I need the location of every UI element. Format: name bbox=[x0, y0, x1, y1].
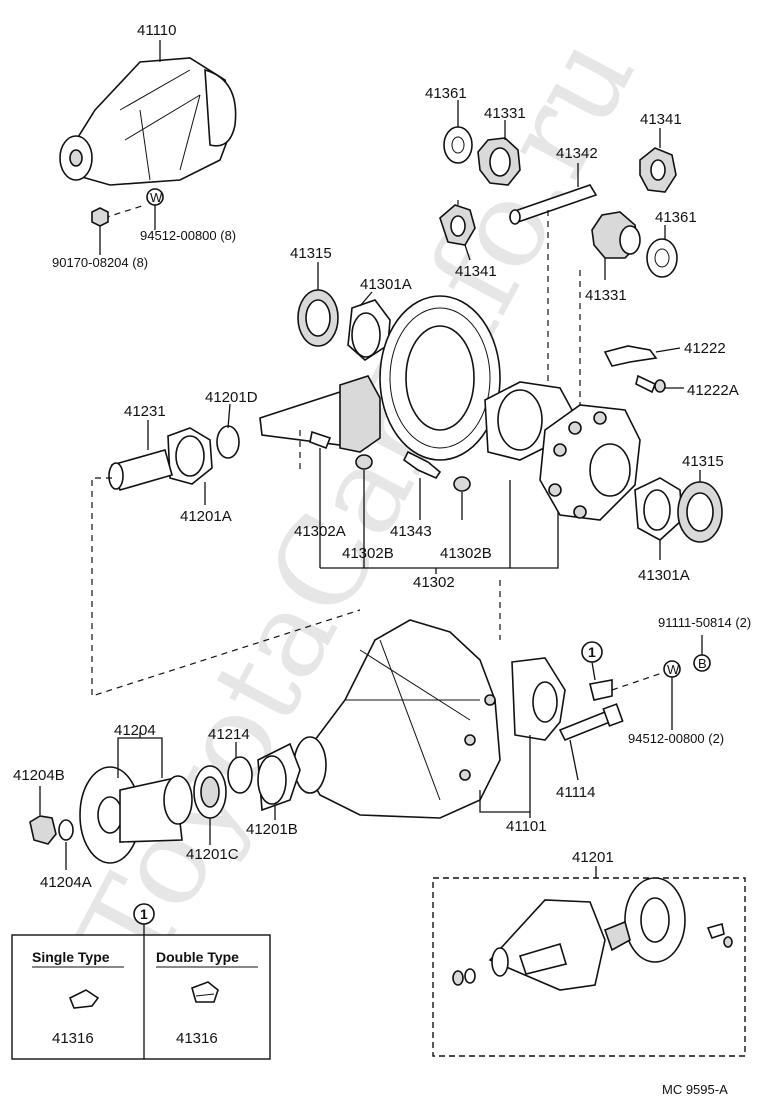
label-41341: 41341 bbox=[640, 111, 682, 128]
lock-plate-41222[interactable] bbox=[603, 345, 658, 367]
label-41204B: 41204B bbox=[13, 767, 65, 784]
nut-41302Bb[interactable] bbox=[453, 476, 471, 492]
nut-41204B[interactable] bbox=[29, 815, 57, 845]
label-41343: 41343 bbox=[390, 523, 432, 540]
nut-41302Ba[interactable] bbox=[355, 454, 373, 470]
label-41214: 41214 bbox=[208, 726, 250, 743]
label-41231: 41231 bbox=[124, 403, 166, 420]
bearing-41301Ab[interactable] bbox=[634, 477, 683, 541]
bearing-cup-41315a[interactable] bbox=[297, 289, 339, 347]
bolt-41222A[interactable] bbox=[635, 374, 666, 394]
pinion-shaft-41342[interactable] bbox=[509, 184, 598, 225]
label-41201D: 41201D bbox=[205, 389, 258, 406]
differential-carrier-assembly[interactable] bbox=[59, 57, 237, 186]
variant-legend: Single Type Double Type 41316 41316 bbox=[11, 905, 271, 1060]
spacer-41201D[interactable] bbox=[216, 425, 240, 459]
label-41361: 41361 bbox=[655, 209, 697, 226]
bolt-b-icon: B bbox=[693, 654, 711, 672]
label-41114: 41114 bbox=[556, 784, 596, 801]
label-41331: 41331 bbox=[484, 105, 526, 122]
callout-1-icon: 1 bbox=[133, 903, 155, 925]
svg-text:W: W bbox=[667, 662, 680, 677]
label-41302B: 41302B bbox=[342, 545, 394, 562]
pinion-gear-41341b[interactable] bbox=[639, 147, 677, 193]
legend-double-type: Double Type bbox=[156, 949, 239, 965]
single-clip-icon bbox=[68, 989, 100, 1009]
bearing-41201B[interactable] bbox=[257, 742, 301, 812]
svg-text:W: W bbox=[150, 190, 163, 205]
diagram-code: MC 9595-A bbox=[662, 1082, 728, 1097]
bearing-41201C[interactable] bbox=[193, 765, 227, 819]
differential-housing-41101[interactable] bbox=[293, 619, 501, 819]
label-41110: 41110 bbox=[137, 22, 177, 39]
bolt-41114[interactable] bbox=[558, 703, 624, 742]
spacer-race[interactable] bbox=[163, 775, 193, 825]
drive-pinion-41231[interactable] bbox=[259, 375, 381, 453]
washer-w-icon: W bbox=[146, 188, 164, 206]
svg-text:1: 1 bbox=[140, 906, 148, 922]
nut-icon bbox=[91, 207, 109, 227]
label-41222A: 41222A bbox=[687, 382, 739, 399]
label-41342: 41342 bbox=[556, 145, 598, 162]
stud-41343[interactable] bbox=[402, 450, 442, 480]
adjusting-lock[interactable] bbox=[589, 679, 613, 701]
bearing-41301Aa[interactable] bbox=[347, 299, 391, 362]
part-labels: 41110 94512-00800 (8) 90170-08204 (8) 41… bbox=[13, 22, 751, 1097]
legend-single-part: 41316 bbox=[52, 1030, 94, 1047]
side-gear-41331b[interactable] bbox=[591, 211, 641, 259]
pinion-gear-41341a[interactable] bbox=[439, 204, 476, 246]
thrust-washer-41361a[interactable] bbox=[443, 126, 473, 164]
bearing-cap-41101[interactable] bbox=[511, 657, 566, 741]
bearing-cup-41315b[interactable] bbox=[677, 481, 723, 543]
label-41301A: 41301A bbox=[360, 276, 412, 293]
svg-text:1: 1 bbox=[588, 644, 596, 660]
ring-gear[interactable] bbox=[379, 295, 501, 461]
label-41302: 41302 bbox=[413, 574, 455, 591]
label-41302A: 41302A bbox=[294, 523, 346, 540]
label-41201A: 41201A bbox=[180, 508, 232, 525]
label-41302B: 41302B bbox=[440, 545, 492, 562]
thrust-washer-41361b[interactable] bbox=[646, 238, 678, 278]
label-90170-08204: 90170-08204 (8) bbox=[52, 255, 148, 270]
side-gear-41331a[interactable] bbox=[477, 137, 521, 186]
oil-seal-41214[interactable] bbox=[227, 756, 253, 794]
label-41201: 41201 bbox=[572, 849, 614, 866]
bolt-41302A[interactable] bbox=[309, 430, 332, 450]
label-94512-00800-8: 94512-00800 (8) bbox=[140, 228, 236, 243]
label-41101: 41101 bbox=[506, 818, 547, 835]
label-41331: 41331 bbox=[585, 287, 627, 304]
svg-text:B: B bbox=[698, 656, 707, 671]
label-91111-50814: 91111-50814 (2) bbox=[658, 615, 751, 630]
washer-w-icon: W bbox=[663, 660, 681, 678]
label-41201C: 41201C bbox=[186, 846, 239, 863]
label-41222: 41222 bbox=[684, 340, 726, 357]
legend-double-part: 41316 bbox=[176, 1030, 218, 1047]
label-41341: 41341 bbox=[455, 263, 497, 280]
double-clip-icon bbox=[191, 981, 219, 1003]
label-41315: 41315 bbox=[682, 453, 724, 470]
label-41201B: 41201B bbox=[246, 821, 298, 838]
label-94512-00800-2: 94512-00800 (2) bbox=[628, 731, 724, 746]
label-41361: 41361 bbox=[425, 85, 467, 102]
bearing-41201A[interactable] bbox=[167, 427, 213, 485]
label-41315: 41315 bbox=[290, 245, 332, 262]
legend-single-type: Single Type bbox=[32, 949, 110, 965]
callout-1-icon: 1 bbox=[581, 641, 603, 663]
companion-shaft-end[interactable] bbox=[108, 449, 173, 491]
label-41301A: 41301A bbox=[638, 567, 690, 584]
washer-41204A[interactable] bbox=[58, 819, 74, 841]
label-41204: 41204 bbox=[114, 722, 156, 739]
label-41204A: 41204A bbox=[40, 874, 92, 891]
differential-case[interactable] bbox=[484, 381, 641, 521]
kit-box-41201[interactable] bbox=[432, 877, 746, 1057]
